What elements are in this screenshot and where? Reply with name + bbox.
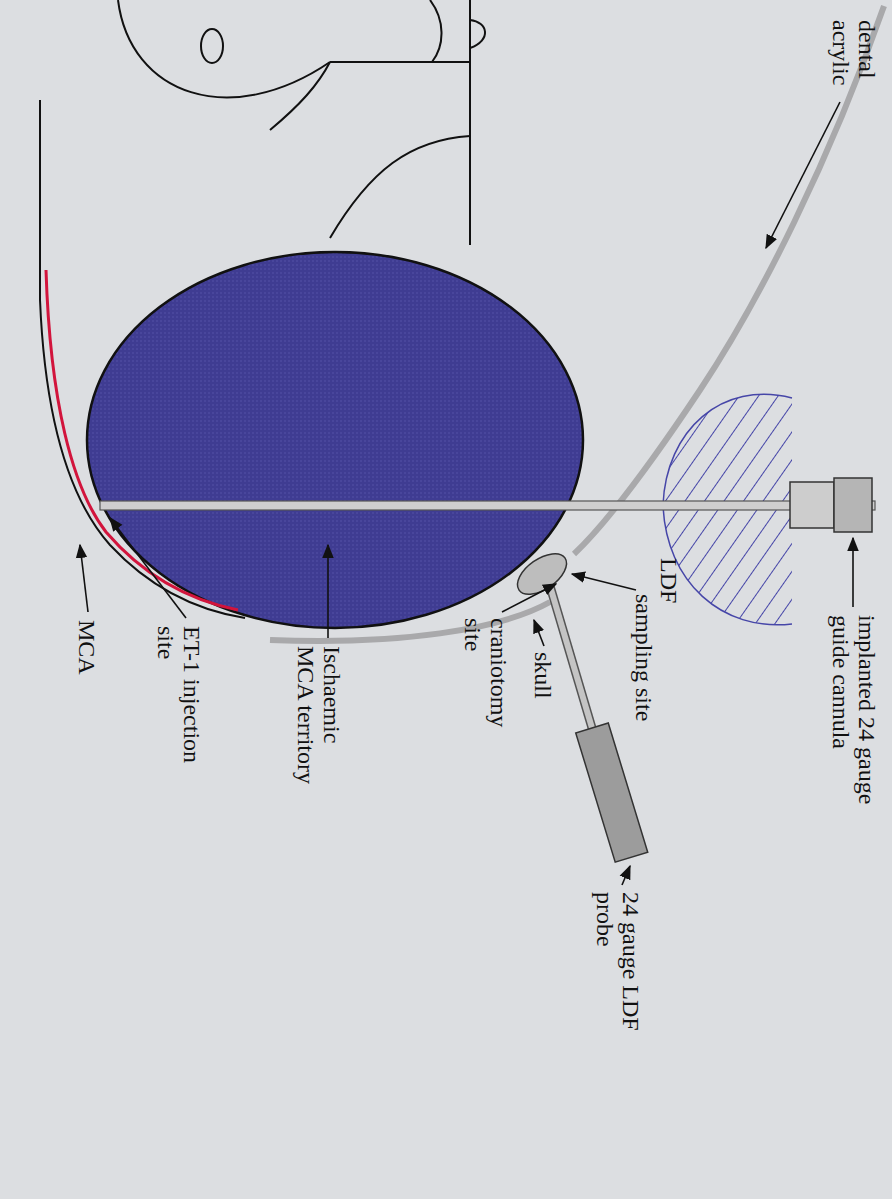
head-line <box>270 62 330 130</box>
ischaemic-territory <box>87 252 583 628</box>
part-label: 24 gauge LDF probe <box>592 892 644 1042</box>
guide-cannula <box>100 478 875 532</box>
leader-line <box>110 518 186 618</box>
head-features <box>118 0 485 245</box>
head-line <box>430 0 442 62</box>
leader-line <box>852 538 854 607</box>
face-outline <box>118 0 330 97</box>
leader-line <box>327 545 329 638</box>
leader-line <box>766 102 840 248</box>
part-label: LDF <box>656 558 682 603</box>
part-label: craniotomy site <box>460 618 512 743</box>
head-line <box>469 0 471 245</box>
leader-arrows <box>80 102 853 885</box>
part-label: sampling site <box>631 594 657 721</box>
part-label: MCA <box>74 620 100 675</box>
leader-line <box>534 620 544 646</box>
leader-line <box>502 584 556 612</box>
leader-line <box>572 574 636 590</box>
sampling-site <box>510 546 573 603</box>
part-label: dental acrylic <box>828 20 880 95</box>
leader-line <box>622 866 630 885</box>
part-label: ET-1 injection site <box>153 626 205 801</box>
head-line <box>330 61 470 63</box>
part-label: Ischaemic MCA territory <box>293 646 345 794</box>
head-line <box>330 136 470 238</box>
part-label: implanted 24 gauge guide cannula <box>828 615 880 820</box>
leader-line <box>80 545 88 612</box>
head-line <box>470 20 485 48</box>
eye <box>201 29 223 63</box>
part-label: skull <box>530 652 556 699</box>
